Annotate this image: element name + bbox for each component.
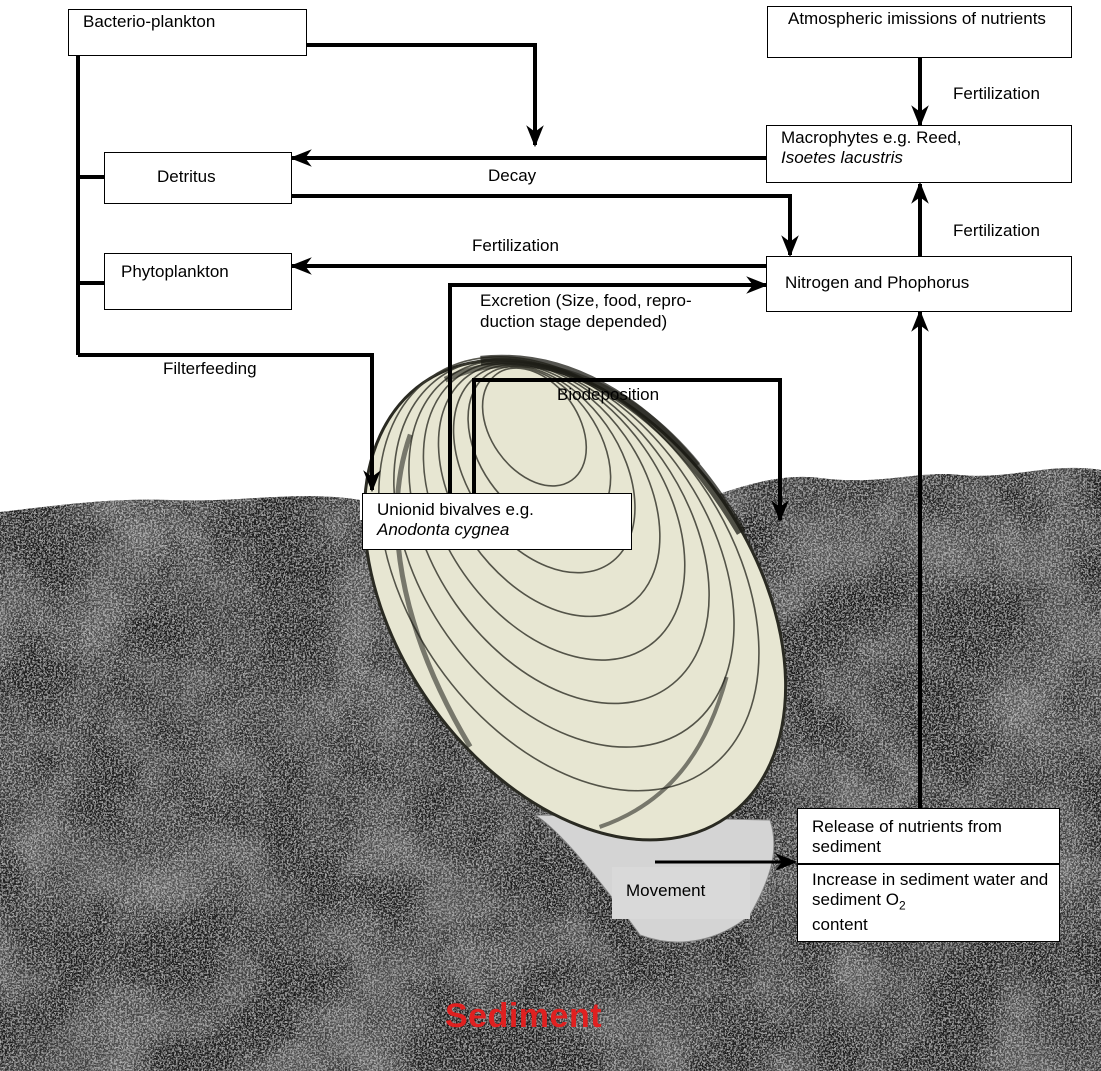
node-detritus: Detritus	[104, 152, 292, 204]
node-atmospheric-emissions: Atmospheric imissions of nutrients	[767, 6, 1072, 58]
label-biodeposition: Biodeposition	[557, 384, 659, 405]
sediment-label: Sediment	[445, 997, 602, 1036]
node-macrophytes-line2: Isoetes lacustris	[781, 148, 903, 167]
label-movement: Movement	[626, 881, 705, 900]
node-increase-oxygen: Increase in sediment water and sediment …	[797, 864, 1060, 942]
bacterio-to-decay-arrow	[307, 45, 535, 145]
node-unionid-bivalves: Unionid bivalves e.g. Anodonta cygnea	[362, 493, 632, 550]
label-movement-box: Movement	[612, 867, 750, 919]
node-atmospheric-text: Atmospheric imissions of nutrients	[788, 9, 1046, 28]
label-fertilization-right: Fertilization	[953, 220, 1040, 241]
node-detritus-text: Detritus	[157, 167, 216, 186]
node-phytoplankton: Phytoplankton	[104, 253, 292, 310]
node-increase-text: Increase in sediment water and sediment …	[812, 870, 1048, 909]
label-decay: Decay	[488, 165, 536, 186]
node-release-nutrients: Release of nutrients from sediment	[797, 808, 1060, 864]
node-bacterioplankton-text: Bacterio-plankton	[83, 12, 215, 31]
node-unionid-line1: Unionid bivalves e.g.	[377, 500, 631, 520]
label-filterfeeding: Filterfeeding	[163, 358, 257, 379]
node-macrophytes: Macrophytes e.g. Reed, Isoetes lacustris	[766, 125, 1072, 183]
node-phytoplankton-text: Phytoplankton	[121, 262, 229, 281]
label-excretion: Excretion (Size, food, repro-duction sta…	[480, 290, 695, 332]
label-fertilization-top: Fertilization	[953, 83, 1040, 104]
node-unionid-line2: Anodonta cygnea	[377, 520, 509, 539]
node-increase-tail: content	[812, 915, 1059, 935]
node-macrophytes-line1: Macrophytes e.g. Reed,	[781, 128, 1071, 148]
node-release-text: Release of nutrients from sediment	[812, 817, 1002, 856]
node-nitrogen-phosphorus: Nitrogen and Phophorus	[766, 256, 1072, 312]
node-nitrogen-text: Nitrogen and Phophorus	[785, 273, 969, 292]
node-increase-subscript: 2	[899, 898, 906, 912]
label-fertilization-mid: Fertilization	[472, 235, 559, 256]
node-bacterioplankton: Bacterio-plankton	[68, 9, 307, 56]
